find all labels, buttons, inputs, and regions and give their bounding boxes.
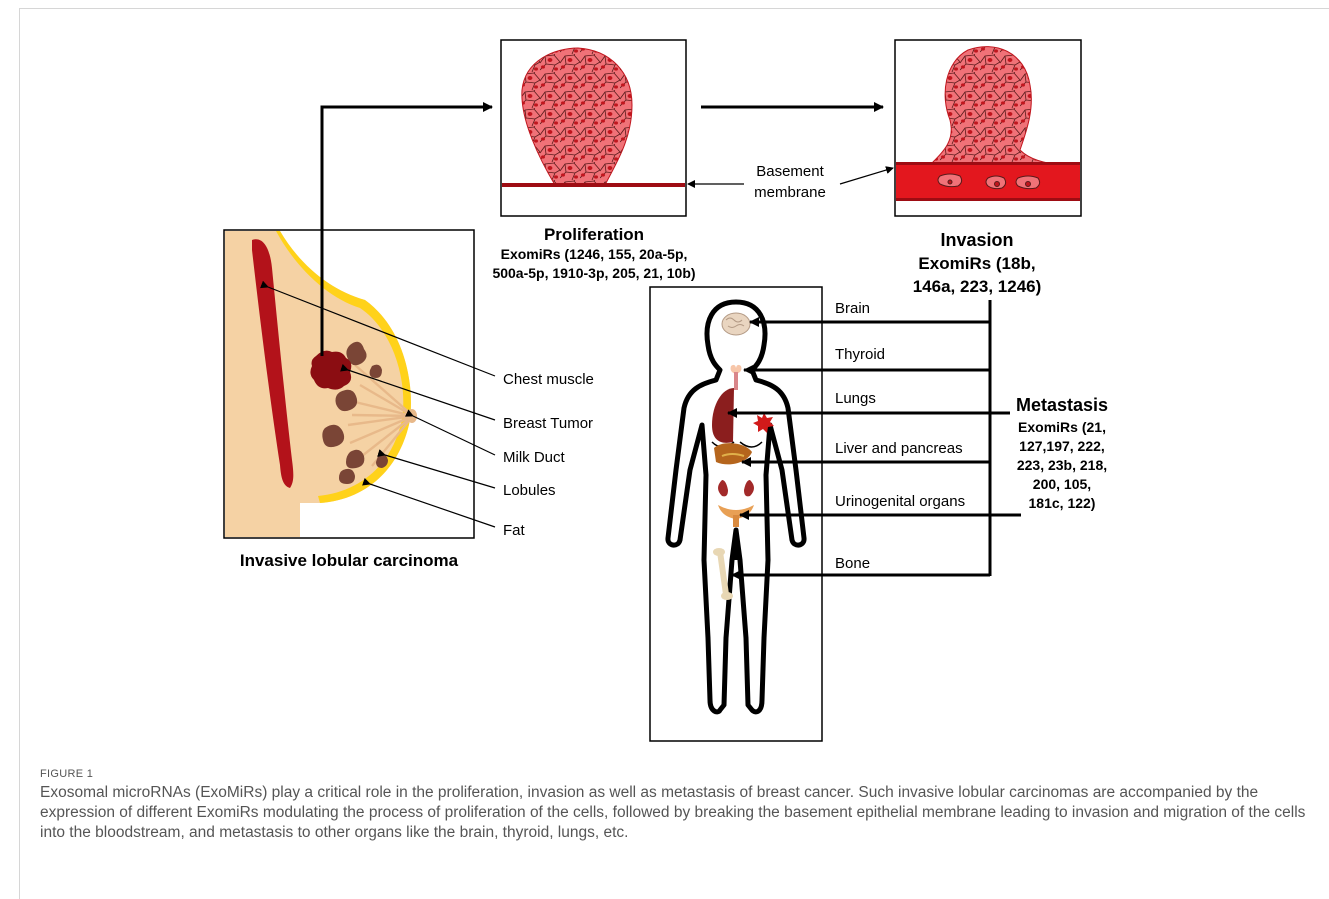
metastasis-mirs-line2: 127,197, 222, [1019, 438, 1105, 454]
metastasis-mirs-line4: 200, 105, [1033, 476, 1091, 492]
milk-duct-label: Milk Duct [503, 449, 566, 466]
invasion-title: Invasion [940, 230, 1013, 250]
invasion-panel [895, 40, 1081, 216]
organ-label-lungs: Lungs [835, 390, 876, 407]
proliferation-mirs-line1: ExomiRs (1246, 155, 20a-5p, [501, 246, 688, 262]
figure-caption: FIGURE 1 Exosomal microRNAs (ExoMiRs) pl… [40, 768, 1310, 843]
breast-panel-title: Invasive lobular carcinoma [240, 551, 459, 570]
figure-illustration: Chest muscle Breast Tumor Milk Duct Lobu… [0, 0, 1329, 760]
fat-label: Fat [503, 522, 526, 539]
basement-pointer-right [840, 168, 893, 184]
basement-label-line1: Basement [756, 163, 824, 180]
lobules-label: Lobules [503, 482, 556, 499]
chest-muscle-label: Chest muscle [503, 371, 594, 388]
organ-label-liver: Liver and pancreas [835, 440, 963, 457]
invasion-mirs-line1: ExomiRs (18b, [918, 254, 1035, 273]
invasion-mirs-line2: 146a, 223, 1246) [913, 277, 1042, 296]
metastasis-mirs-line5: 181c, 122) [1029, 495, 1096, 511]
metastasis-mirs-line3: 223, 23b, 218, [1017, 457, 1107, 473]
metastasis-title: Metastasis [1016, 395, 1108, 415]
basement-label-line2: membrane [754, 184, 826, 201]
proliferation-title: Proliferation [544, 225, 644, 244]
brain-shape [722, 313, 750, 335]
organ-label-thyroid: Thyroid [835, 346, 885, 363]
organ-label-urinogenital: Urinogenital organs [835, 493, 965, 510]
organ-label-bone: Bone [835, 555, 870, 572]
figure-label: FIGURE 1 [40, 768, 1310, 780]
proliferation-mirs-line2: 500a-5p, 1910-3p, 205, 21, 10b) [492, 265, 695, 281]
proliferation-panel [501, 40, 686, 216]
proliferation-basement-membrane [502, 183, 685, 187]
caption-text: Exosomal microRNAs (ExoMiRs) play a crit… [40, 783, 1310, 843]
metastasis-mirs-line1: ExomiRs (21, [1018, 419, 1106, 435]
breast-panel [224, 230, 495, 538]
organ-label-brain: Brain [835, 300, 870, 317]
breast-tumor-label: Breast Tumor [503, 415, 593, 432]
